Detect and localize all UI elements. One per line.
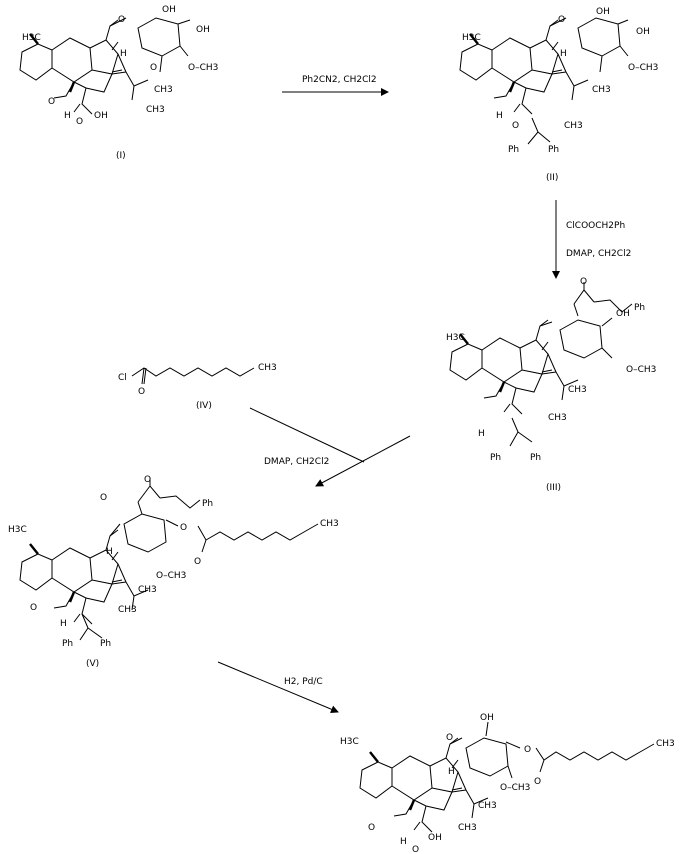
oh-label-I-b: OH <box>196 25 210 35</box>
ch3-sugar-III: CH3 <box>568 385 587 395</box>
o-label-IV: O <box>138 387 145 397</box>
o-carbonyl-V: O <box>194 557 201 567</box>
h-ald-I: H <box>64 111 71 121</box>
compound-label-IV: (IV) <box>196 401 212 411</box>
compound-V <box>18 478 319 641</box>
ch3-iso-III: CH3 <box>548 413 567 423</box>
h-ald-II: H <box>496 111 503 121</box>
h3c-label-product: H3C <box>340 737 359 747</box>
h3c-label-III: H3C <box>446 333 465 343</box>
compound-IV <box>131 367 255 385</box>
ch3-sugar-II: CH3 <box>592 85 611 95</box>
ch3-chain-product: CH3 <box>656 739 675 749</box>
ch3-sugar-product: CH3 <box>478 801 497 811</box>
o-ald-I: O <box>48 97 55 107</box>
o-label-I: O <box>118 15 125 25</box>
ph-a-II: Ph <box>508 145 519 155</box>
oh-label-I-a: OH <box>162 5 176 15</box>
och3-label-II: O–CH3 <box>628 63 658 73</box>
compound-II <box>458 17 629 145</box>
ph-b-II: Ph <box>548 145 559 155</box>
h-ald-V: H <box>60 619 67 629</box>
o-ald-V: O <box>30 603 37 613</box>
condition-step2-line1: ClCOOCH2Ph <box>566 221 625 231</box>
condition-step1: Ph2CN2, CH2Cl2 <box>302 75 377 85</box>
h-label-V: H <box>106 547 113 557</box>
o-carbonate-V: O <box>144 475 151 485</box>
condition-step4: H2, Pd/C <box>284 677 323 687</box>
o-label-II: O <box>558 15 565 25</box>
ch3-iso-product: CH3 <box>458 823 477 833</box>
o-carbonyl-product: O <box>534 777 541 787</box>
h-label-I: H <box>120 49 127 59</box>
ph-cbz-V: Ph <box>202 499 213 509</box>
compound-label-III: (III) <box>546 483 561 493</box>
h3c-label-I: H3C <box>22 33 41 43</box>
compound-III <box>448 282 633 447</box>
o-gly-V: O <box>100 493 107 503</box>
h3c-label-V: H3C <box>8 525 27 535</box>
o-ald-product: O <box>368 823 375 833</box>
h-ald-product: H <box>400 837 407 847</box>
ph-cbz-III: Ph <box>634 303 645 313</box>
compound-label-II: (II) <box>546 173 558 183</box>
ph-a-III: Ph <box>490 453 501 463</box>
och3-label-I: O–CH3 <box>188 63 218 73</box>
o-ester-II: O <box>512 121 519 131</box>
ch3-iso-I: CH3 <box>146 105 165 115</box>
compound-I <box>18 17 191 116</box>
ph-a-V: Ph <box>62 639 73 649</box>
och3-label-V: O–CH3 <box>156 571 186 581</box>
h-ald-III: H <box>478 429 485 439</box>
compound-label-I: (I) <box>116 151 126 161</box>
ch3-chain-V: CH3 <box>320 519 339 529</box>
h-label-II: H <box>560 49 567 59</box>
ch3-iso-II: CH3 <box>564 121 583 131</box>
o-ester-V: O <box>180 523 187 533</box>
o-acid-I: O <box>76 117 83 127</box>
ch3-label-IV: CH3 <box>258 363 277 373</box>
o-gly-product: O <box>446 733 453 743</box>
cl-label-IV: Cl <box>118 373 127 383</box>
ph-b-V: Ph <box>100 639 111 649</box>
ch3-sugar-I: CH3 <box>154 85 173 95</box>
ring-o-label-I: O <box>150 63 157 73</box>
ph-b-III: Ph <box>530 453 541 463</box>
och3-label-product: O–CH3 <box>500 783 530 793</box>
condition-step3: DMAP, CH2Cl2 <box>264 457 329 467</box>
compound-label-V: (V) <box>86 659 99 669</box>
compound-product <box>358 721 655 834</box>
oh-label-III: OH <box>616 309 630 319</box>
o-carbonate-III: O <box>580 277 587 287</box>
o-ester-product: O <box>524 745 531 755</box>
arrow-step3 <box>315 435 411 487</box>
h3c-label-II: H3C <box>462 33 481 43</box>
condition-step2-line2: DMAP, CH2Cl2 <box>566 249 631 259</box>
oh-acid-product: OH <box>428 833 442 843</box>
oh-acid-I: OH <box>94 111 108 121</box>
ch3-sugar-V: CH3 <box>138 585 157 595</box>
och3-label-III: O–CH3 <box>626 365 656 375</box>
h-label-product: H <box>448 767 455 777</box>
oh-label-II-b: OH <box>636 27 650 37</box>
oh-label-product: OH <box>480 713 494 723</box>
oh-label-II-a: OH <box>596 7 610 17</box>
o-acid-product: O <box>412 845 419 854</box>
arrow-IV-line <box>249 407 365 463</box>
arrow-step4 <box>217 661 339 713</box>
ch3-iso-V: CH3 <box>118 605 137 615</box>
